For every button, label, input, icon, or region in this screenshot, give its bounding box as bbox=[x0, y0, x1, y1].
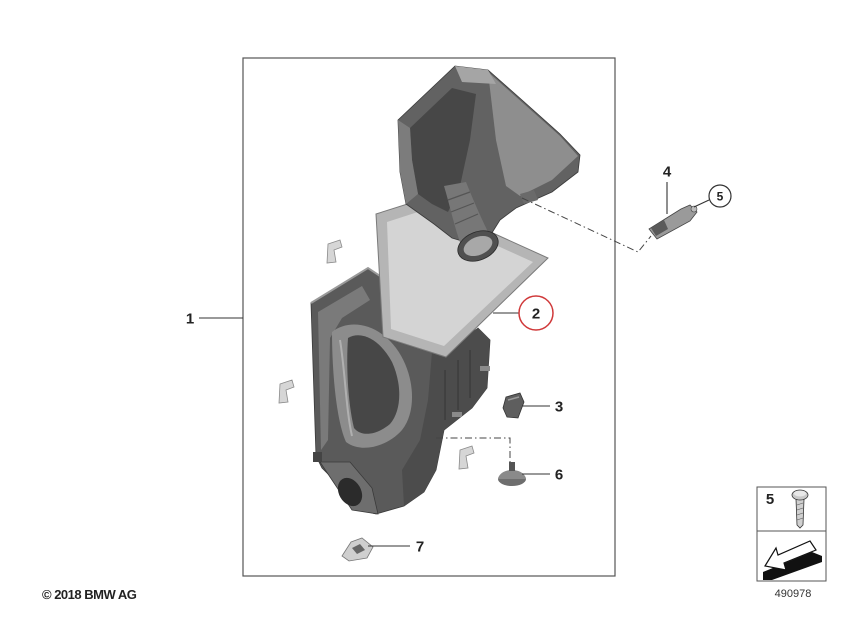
inset-part-label[interactable]: 5 bbox=[766, 491, 774, 508]
outlet-duct-opening bbox=[337, 477, 363, 507]
callout-6[interactable]: 6 bbox=[522, 457, 576, 491]
sensor-connector bbox=[651, 220, 668, 236]
arrow-icon-base bbox=[763, 552, 822, 580]
lower-housing-connector bbox=[313, 452, 322, 462]
screw-thread bbox=[796, 502, 804, 521]
inset-box[interactable]: 5 bbox=[756, 486, 827, 582]
part-6-rubber-mount bbox=[498, 462, 526, 486]
callout-5[interactable]: 5 bbox=[693, 179, 737, 213]
clip-left bbox=[278, 379, 295, 404]
callout-1[interactable]: 1 bbox=[173, 301, 243, 335]
clip-upper bbox=[326, 239, 343, 264]
upper-housing-tab bbox=[520, 190, 538, 204]
upper-housing-top-rim bbox=[455, 66, 496, 84]
assembly-line-mount bbox=[436, 437, 511, 462]
air-filter-element bbox=[375, 199, 549, 358]
upper-housing-cover bbox=[397, 65, 581, 262]
part-7-mount bbox=[341, 537, 374, 562]
callout-3[interactable]: 3 bbox=[522, 389, 576, 423]
lower-housing-ribs bbox=[444, 350, 471, 420]
air-filter-media bbox=[387, 211, 533, 346]
lower-housing-channel-shadow bbox=[347, 335, 400, 434]
lower-housing-right-face bbox=[402, 328, 490, 506]
rubber-mount-dome bbox=[498, 470, 526, 479]
bracket-body bbox=[502, 392, 525, 419]
screw-head-top bbox=[794, 490, 806, 497]
copyright-notice: © 2018 BMW AG bbox=[42, 587, 137, 602]
callout-7[interactable]: 7 bbox=[368, 529, 437, 563]
lower-housing-stud-upper bbox=[480, 366, 490, 371]
callout-2-highlight-ring bbox=[518, 295, 554, 331]
upper-housing-inner-channel bbox=[410, 88, 476, 212]
callout-2-label[interactable]: 2 bbox=[532, 306, 540, 323]
lower-housing-left-wall bbox=[318, 286, 370, 450]
callout-2[interactable]: 2 bbox=[493, 295, 554, 331]
intake-tube-opening-inner bbox=[463, 235, 493, 257]
upper-housing-left-flange bbox=[398, 120, 418, 204]
bracket-highlight bbox=[507, 396, 520, 401]
upper-housing-right-face bbox=[488, 72, 578, 196]
arrow-icon bbox=[763, 540, 822, 580]
callout-5-label[interactable]: 5 bbox=[717, 190, 724, 204]
lower-housing bbox=[310, 266, 491, 515]
clip-lower bbox=[458, 445, 475, 470]
callout-3-label[interactable]: 3 bbox=[555, 399, 563, 416]
mount-insert bbox=[352, 544, 365, 554]
lower-housing-channel-highlight bbox=[339, 339, 353, 437]
callout-5-leader bbox=[693, 199, 710, 208]
part-3-bracket bbox=[502, 392, 525, 419]
part-4-sensor bbox=[648, 204, 698, 240]
intake-tube-bellows bbox=[447, 191, 479, 225]
callout-4-label[interactable]: 4 bbox=[663, 164, 672, 181]
callout-4[interactable]: 4 bbox=[650, 154, 684, 214]
lower-housing-rim bbox=[310, 266, 384, 304]
callout-1-label[interactable]: 1 bbox=[186, 311, 194, 328]
rubber-mount-stem bbox=[509, 462, 515, 471]
callout-5-circle bbox=[708, 184, 732, 208]
illustration-id: 490978 bbox=[775, 588, 812, 600]
arrow-icon-arrow bbox=[764, 540, 817, 571]
callout-7-label[interactable]: 7 bbox=[416, 539, 424, 556]
lower-housing-stud-lower bbox=[452, 412, 462, 417]
assembly-line-sensor bbox=[521, 197, 652, 253]
sensor-tip bbox=[690, 205, 698, 213]
callout-6-label[interactable]: 6 bbox=[555, 467, 563, 484]
screw-icon bbox=[791, 489, 809, 529]
retaining-clips bbox=[278, 239, 475, 470]
illustration-frame bbox=[242, 57, 616, 577]
